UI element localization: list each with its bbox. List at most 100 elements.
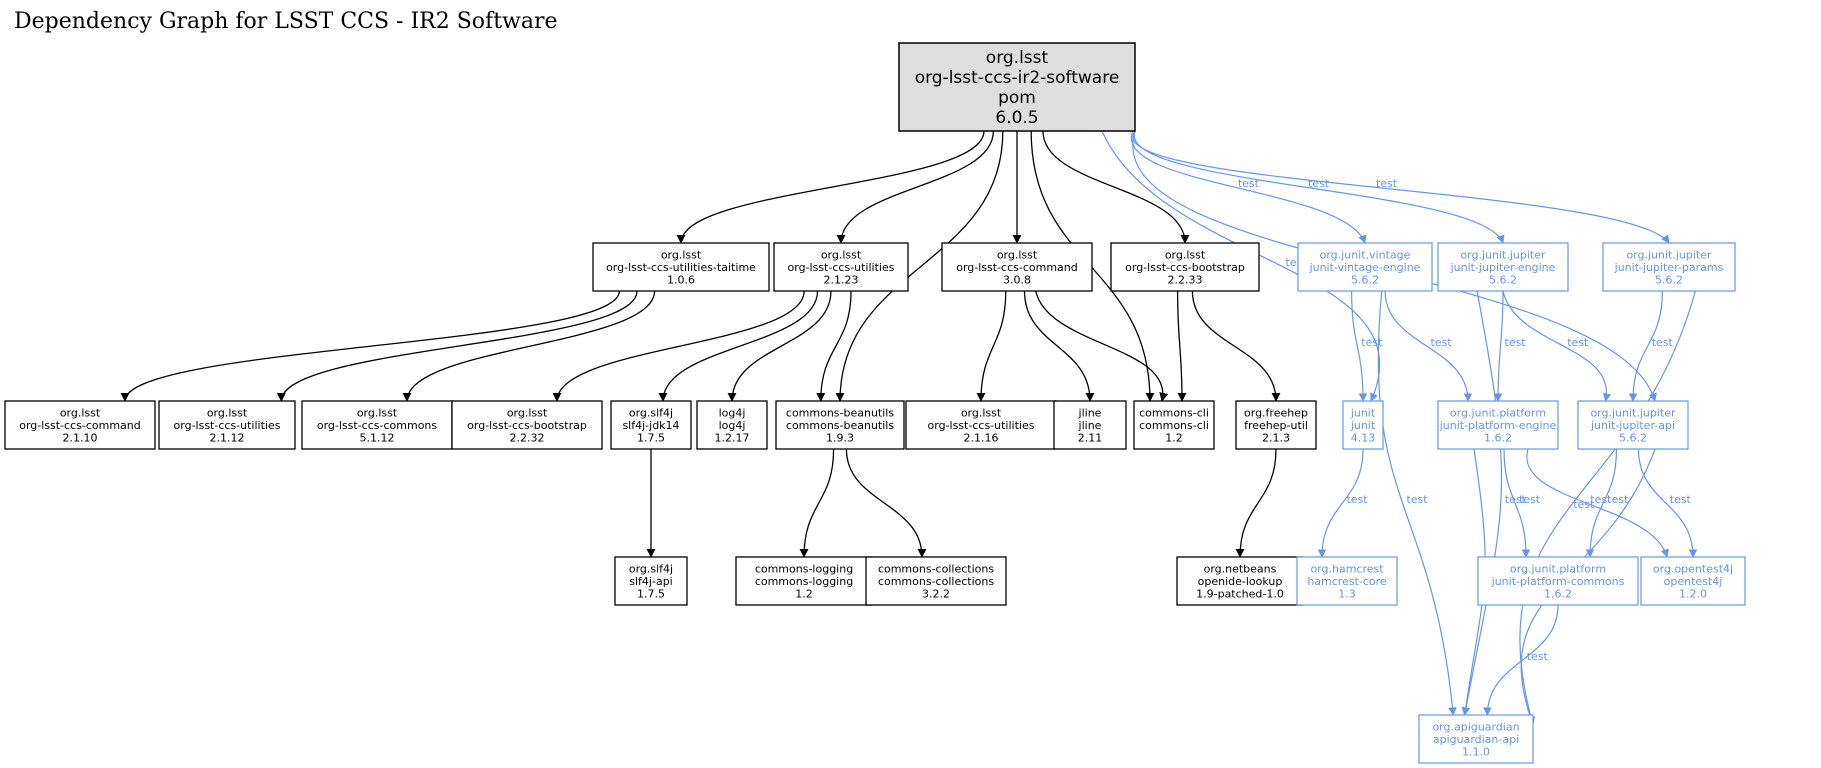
node-label-line: junit (1350, 419, 1376, 432)
node-label-line: org-lsst-ccs-command (19, 419, 141, 432)
node-label-line: junit-vintage-engine (1309, 261, 1421, 274)
node-label-line: commons-cli (1139, 419, 1209, 432)
edge-label: test (1573, 498, 1595, 511)
node-label-line: jline (1078, 419, 1102, 432)
node-box (592, 242, 770, 292)
node-jup-engine: org.junit.jupiterjunit-jupiter-engine5.6… (1437, 242, 1569, 292)
edge-line (1503, 448, 1531, 558)
edge-command-308-to-util-2116 (976, 290, 1007, 402)
edge-line (402, 290, 656, 402)
edge-util-taitime-to-commons-5112 (402, 290, 656, 402)
node-label-line: 1.2 (795, 587, 813, 600)
node-label-line: 2.1.12 (210, 431, 245, 444)
node-label-line: org.slf4j (629, 406, 673, 419)
node-label-line: org.lsst (986, 48, 1049, 68)
edge-jup-api-to-plat-commons: test (1585, 448, 1629, 558)
edge-jup-engine-to-plat-engine: test (1493, 290, 1526, 402)
edge-line (1235, 448, 1277, 558)
edge-command-308-to-cli (1035, 290, 1169, 402)
node-box (1235, 400, 1317, 450)
node-label-line: 1.1.0 (1462, 745, 1490, 758)
edge-line (1191, 290, 1281, 402)
node-label-line: org.apiguardian (1432, 720, 1519, 733)
edge-line (1585, 448, 1618, 558)
node-label-line: 2.2.33 (1168, 273, 1203, 286)
node-label-line: 2.1.23 (824, 273, 859, 286)
edge-label: test (1505, 493, 1527, 506)
edge-label: test (1652, 336, 1674, 349)
node-label-line: org.lsst (507, 406, 548, 419)
edge-label: test (1670, 493, 1692, 506)
node-label-line: 2.1.3 (1262, 431, 1290, 444)
node-label-line: org.lsst (961, 406, 1002, 419)
node-label-line: 5.6.2 (1351, 273, 1379, 286)
node-box (898, 42, 1136, 132)
edge-root-to-jup-engine: test (1133, 130, 1505, 244)
node-label-line: org.junit.vintage (1320, 248, 1411, 261)
node-label-line: commons-collections (878, 562, 994, 575)
edge-line (835, 130, 1004, 402)
edge-label: test (1347, 493, 1369, 506)
node-label-line: 1.3 (1338, 587, 1356, 600)
graph-title: Dependency Graph for LSST CCS - IR2 Soft… (14, 9, 558, 34)
edge-command-308-to-jline (1023, 290, 1095, 402)
node-label-line: org.opentest4j (1653, 562, 1733, 575)
edge-line (727, 290, 832, 402)
edge-vintage-to-plat-engine: test (1384, 290, 1473, 402)
node-label-line: org-lsst-ccs-command (956, 261, 1078, 274)
node-label-line: hamcrest-core (1307, 575, 1387, 588)
node-label-line: org.lsst (60, 406, 101, 419)
node-box (1477, 556, 1639, 606)
edge-label: test (1567, 336, 1589, 349)
node-box (905, 400, 1057, 450)
edge-util-2123-to-log4j (727, 290, 832, 402)
node-label-line: commons-logging (755, 575, 853, 588)
node-label-line: org.freehep (1244, 406, 1308, 419)
edge-label: test (1406, 493, 1428, 506)
node-label-line: 1.7.5 (637, 587, 665, 600)
edge-jup-params-to-jup-api: test (1628, 290, 1674, 402)
node-label-line: 2.11 (1078, 431, 1103, 444)
edge-root-to-util-taitime (676, 130, 985, 244)
node-label-line: org.netbeans (1204, 562, 1277, 575)
edge-line (1384, 290, 1473, 402)
edge-util-2123-to-bootstrap-2232 (552, 290, 805, 402)
node-box (1602, 242, 1736, 292)
node-label-line: org-lsst-ccs-utilities (788, 261, 895, 274)
node-label-line: log4j (719, 419, 746, 432)
edge-line (1377, 290, 1457, 716)
node-label-line: slf4j-api (629, 575, 672, 588)
node-label-line: org.lsst (661, 248, 702, 261)
edge-plat-engine-to-opentest4j: test (1526, 448, 1670, 558)
node-label-line: 2.2.32 (510, 431, 545, 444)
edge-plat-engine-to-plat-commons: test (1503, 448, 1541, 558)
edge-bootstrap-2233-to-freehep (1191, 290, 1281, 402)
node-label-line: 1.2 (1165, 431, 1183, 444)
node-label-line: jline (1078, 406, 1102, 419)
node-vintage: org.junit.vintagejunit-vintage-engine5.6… (1297, 242, 1433, 292)
edge-line (799, 448, 835, 558)
edge-root-to-vintage: test (1130, 130, 1367, 244)
node-box (614, 556, 688, 606)
node-box (1053, 400, 1127, 450)
node-util-taitime: org.lsstorg-lsst-ccs-utilities-taitime1.… (592, 242, 770, 292)
node-box (158, 400, 296, 450)
node-box (1110, 242, 1260, 292)
node-label-line: org.junit.platform (1450, 406, 1546, 419)
node-label-line: junit-platform-engine (1439, 419, 1557, 432)
node-box (451, 400, 603, 450)
edge-label: test (1361, 336, 1383, 349)
node-box (1418, 714, 1534, 764)
node-label-line: org.lsst (997, 248, 1038, 261)
edge-label: test (1607, 493, 1629, 506)
node-label-line: org.lsst (821, 248, 862, 261)
